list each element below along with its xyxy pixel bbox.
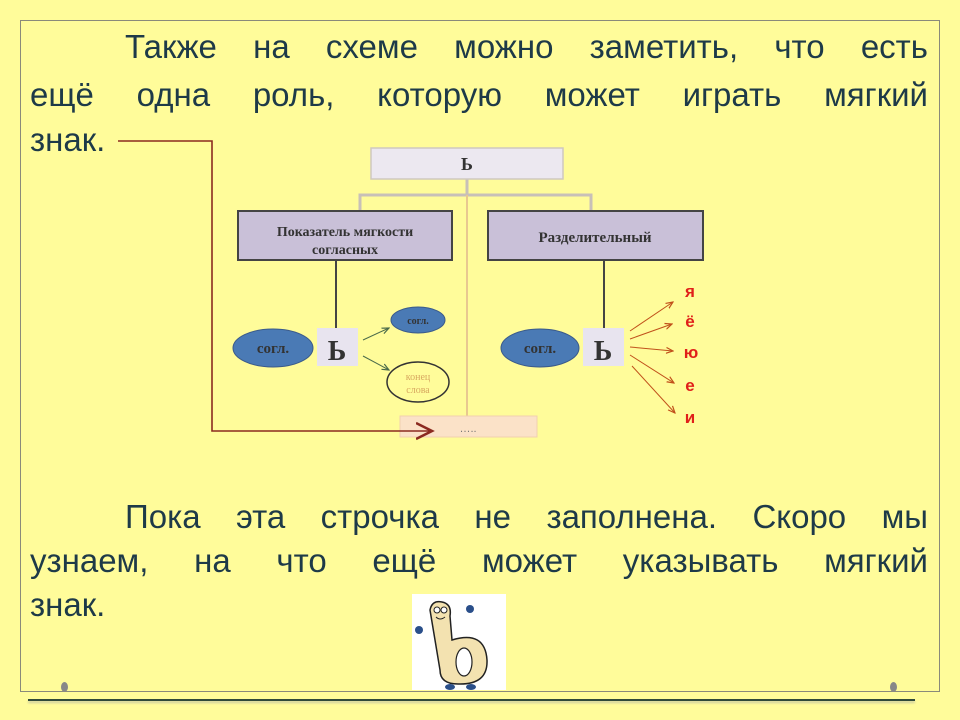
tree-connector [358,179,593,210]
consonant-label-left: согл. [257,341,290,357]
word-end-ellipse [386,361,450,403]
arrow-to-yo [629,324,672,340]
consonant-ellipse-left [232,328,314,368]
soft-sign-left: Ь [328,336,347,367]
bottom-rule [28,699,915,701]
consonant-ellipse-right [500,328,580,368]
soft-sign-right: Ь [594,336,613,367]
root-label: Ь [461,154,473,174]
arrow-to-i [631,365,675,413]
arrow-to-consonant [362,328,389,341]
vowel-yo: ё [685,312,694,331]
paragraph2-line1: Пока эта строчка не заполнена. Скоро мы [125,498,928,535]
soft-indicator-label-2: согласных [312,243,378,258]
arrow-to-e [629,354,674,383]
soft-sign-character-image [412,594,506,690]
word-end-label-1: конец [406,372,431,383]
soft-sign-box-left [317,328,358,366]
arrow-to-ya [629,302,673,332]
arrow-to-yu [629,346,673,351]
paragraph1-line3: знак. [30,121,106,158]
empty-slot-label: ….. [459,423,476,435]
pointer-arrow [118,140,432,431]
consonant-label-right: согл. [524,341,557,357]
next-consonant-label: согл. [407,316,429,327]
root-box [370,147,564,180]
slide-frame [20,20,940,692]
arrow-to-word-end [362,355,389,370]
soft-indicator-box [237,210,453,261]
vowel-yu: ю [684,343,699,362]
next-consonant-ellipse [390,306,446,334]
paragraph1-line1: Также на схеме можно заметить, что есть [125,28,928,65]
separating-box [487,210,704,261]
paragraph2-line3: знак. [30,586,106,623]
vowel-i: и [685,408,695,427]
vowel-ya: я [684,282,695,301]
paragraph2-line2: узнаем, на что ещё может указывать мягки… [30,542,928,579]
word-end-label-2: слова [406,385,430,396]
vowel-e: е [685,376,694,395]
soft-indicator-label-1: Показатель мягкости [277,225,413,240]
decorative-dot-right [890,682,897,692]
paragraph1-line2: ещё одна роль, которую может играть мягк… [30,76,928,113]
soft-sign-box-right [583,328,624,366]
separating-label: Разделительный [538,230,651,246]
decorative-dot-left [61,682,68,692]
